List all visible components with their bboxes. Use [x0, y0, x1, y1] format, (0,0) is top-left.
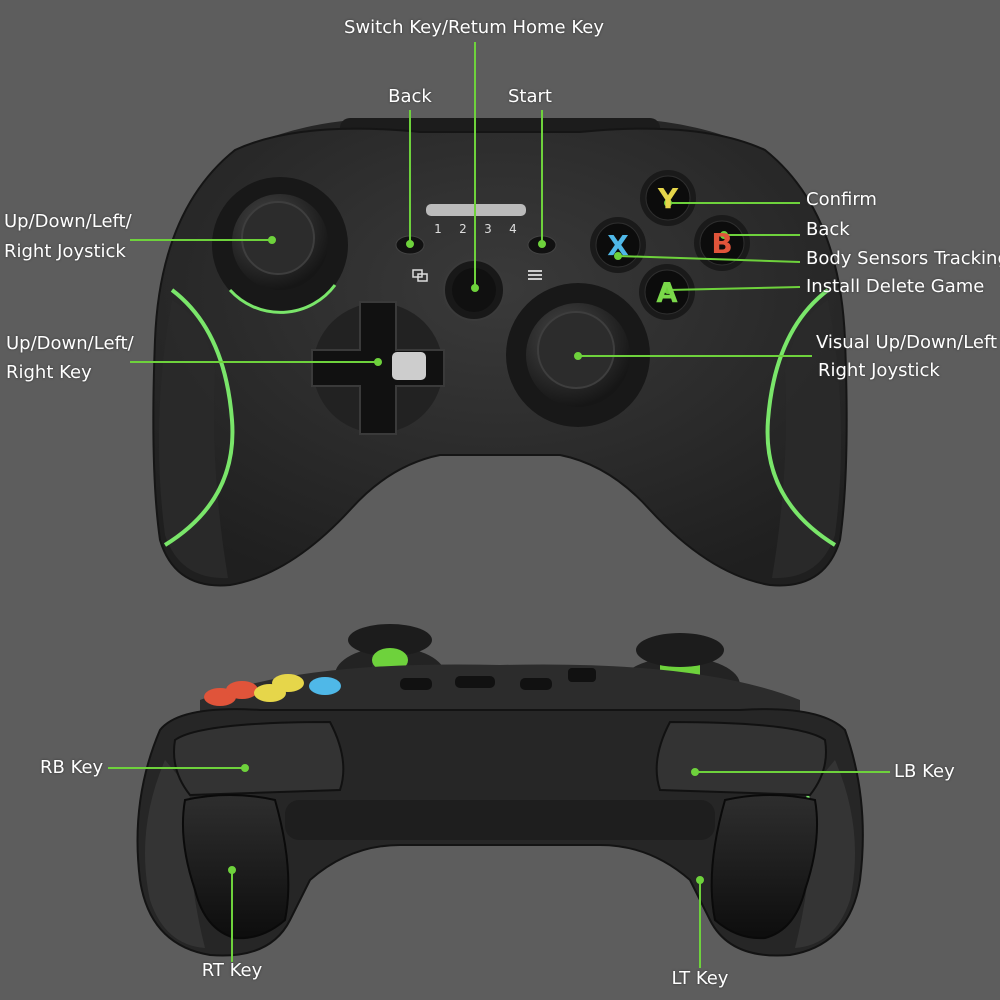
button-b-letter: B: [711, 227, 732, 260]
switch-view-icon: [412, 269, 428, 282]
label-install-delete: Install Delete Game: [806, 276, 985, 297]
button-x-letter: X: [607, 229, 629, 262]
label-lt: LT Key: [671, 968, 729, 989]
rb-bumper[interactable]: [173, 720, 345, 797]
label-rb: RB Key: [40, 757, 104, 778]
controller-back-view: [136, 624, 864, 957]
label-confirm: Confirm: [806, 189, 877, 210]
player-led-3: 3: [484, 222, 492, 236]
label-body-sensors: Body Sensors Tracking: [806, 248, 1000, 269]
label-joystick-left-line1: Up/Down/Left/: [4, 211, 132, 232]
label-back-top: Back: [388, 86, 432, 107]
callout-lines: [108, 42, 890, 968]
label-dpad-line2: Right Key: [6, 362, 92, 383]
label-visual-line2: Right Joystick: [818, 360, 940, 381]
right-green-accent: [765, 288, 837, 547]
menu-icon: [528, 270, 542, 280]
face-buttons: [590, 170, 750, 320]
lt-trigger[interactable]: [710, 794, 819, 940]
label-rt: RT Key: [201, 960, 263, 981]
label-back-b: Back: [806, 219, 850, 240]
player-led-1: 1: [434, 222, 442, 236]
left-green-accent: [163, 288, 235, 547]
label-home-key: Switch Key/Retum Home Key: [344, 17, 604, 38]
rt-trigger[interactable]: [181, 794, 290, 940]
left-joystick[interactable]: [212, 177, 348, 314]
label-start: Start: [508, 86, 552, 107]
dpad[interactable]: [311, 301, 445, 435]
player-led-4: 4: [509, 222, 517, 236]
player-led-2: 2: [459, 222, 467, 236]
controller-front-view: [152, 118, 848, 587]
lb-bumper[interactable]: [655, 720, 827, 797]
label-joystick-left-line2: Right Joystick: [4, 241, 126, 262]
label-dpad-line1: Up/Down/Left/: [6, 333, 134, 354]
label-lb: LB Key: [894, 761, 955, 782]
button-a-letter: A: [656, 276, 678, 309]
button-y-letter: Y: [657, 182, 679, 215]
label-visual-line1: Visual Up/Down/Left: [816, 332, 998, 353]
